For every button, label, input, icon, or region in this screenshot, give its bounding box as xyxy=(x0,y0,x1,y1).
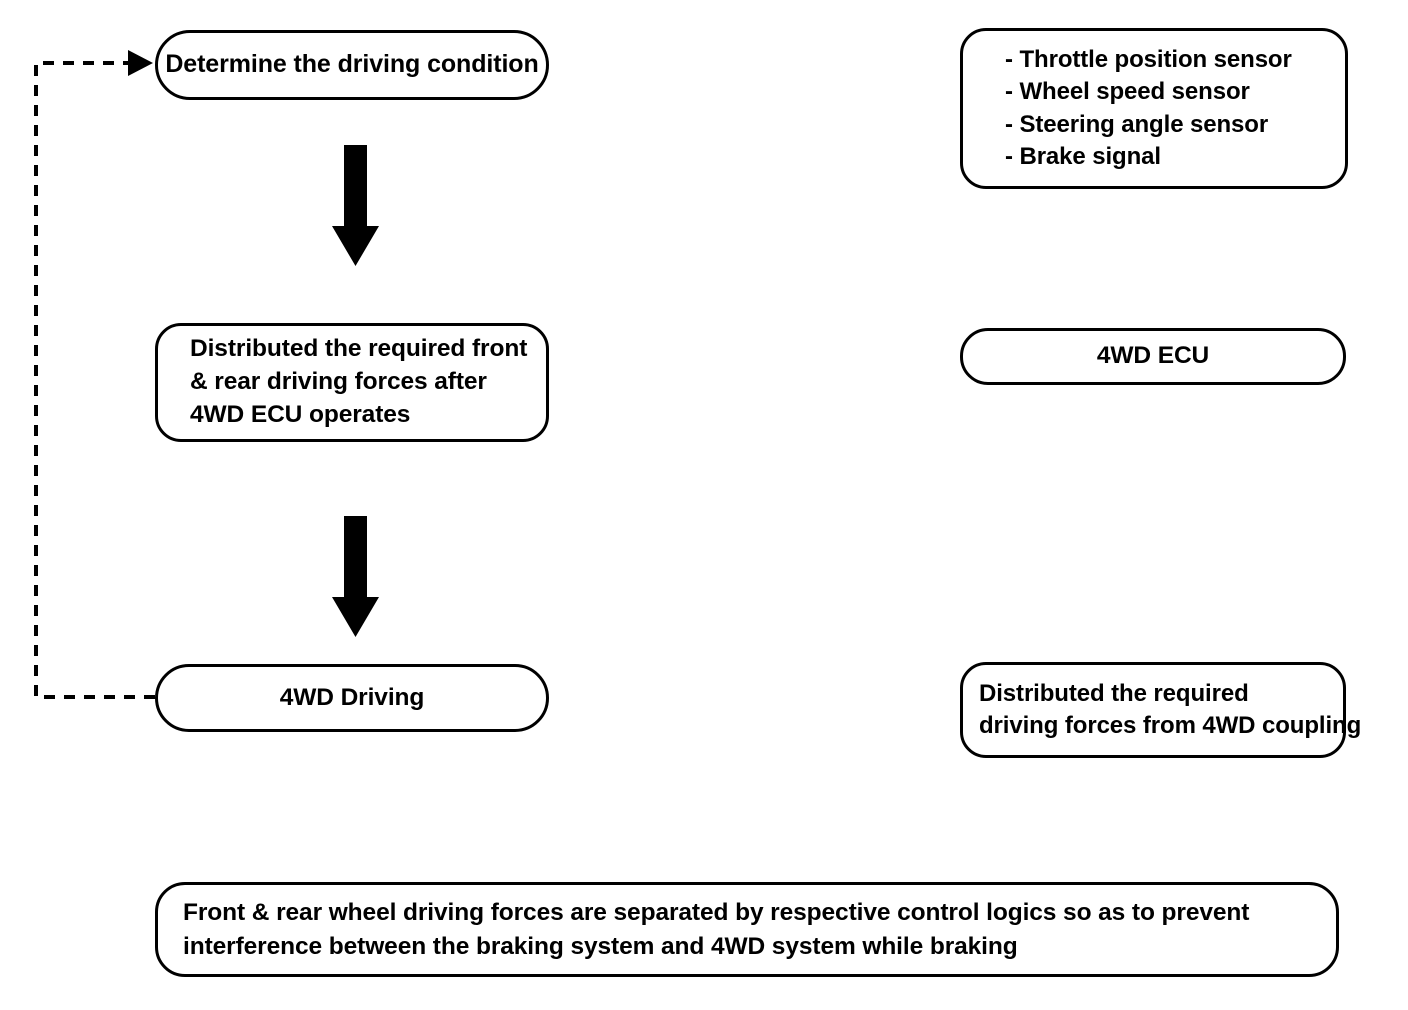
node-4wd-driving[interactable]: 4WD Driving xyxy=(155,664,549,732)
node-determine-label: Determine the driving condition xyxy=(165,50,539,79)
sensor-item-brake-signal: - Brake signal xyxy=(1005,142,1161,170)
block-arrow-down-1 xyxy=(332,145,379,266)
node-summary-line-1: Front & rear wheel driving forces are se… xyxy=(183,898,1250,926)
node-distribute-line-2: & rear driving forces after xyxy=(190,368,487,396)
node-distribute-line-3: 4WD ECU operates xyxy=(190,400,411,428)
node-summary-line-2: interference between the braking system … xyxy=(183,932,1018,960)
feedback-arrowhead-icon xyxy=(128,50,153,76)
node-determine-driving-condition[interactable]: Determine the driving condition xyxy=(155,30,549,100)
node-4wd-driving-label: 4WD Driving xyxy=(279,683,425,711)
sensor-item-wheel-speed: - Wheel speed sensor xyxy=(1005,78,1250,106)
sensor-item-throttle-position: - Throttle position sensor xyxy=(1005,46,1292,74)
node-sensor-inputs[interactable]: - Throttle position sensor - Wheel speed… xyxy=(960,28,1348,189)
node-coupling-line-1: Distributed the required xyxy=(979,679,1249,707)
node-4wd-ecu[interactable]: 4WD ECU xyxy=(960,328,1346,385)
sensor-item-steering-angle: - Steering angle sensor xyxy=(1005,110,1269,138)
node-4wd-coupling-distribution[interactable]: Distributed the required driving forces … xyxy=(960,662,1362,758)
node-distribute-front-rear-forces[interactable]: Distributed the required front & rear dr… xyxy=(155,323,549,442)
feedback-dashed-path xyxy=(34,61,155,699)
node-distribute-line-1: Distributed the required front xyxy=(190,335,528,363)
node-summary-note[interactable]: Front & rear wheel driving forces are se… xyxy=(155,882,1339,977)
node-coupling-line-2: driving forces from 4WD coupling xyxy=(979,712,1362,739)
node-4wd-ecu-label: 4WD ECU xyxy=(1096,342,1210,370)
block-arrow-down-2 xyxy=(332,516,379,637)
